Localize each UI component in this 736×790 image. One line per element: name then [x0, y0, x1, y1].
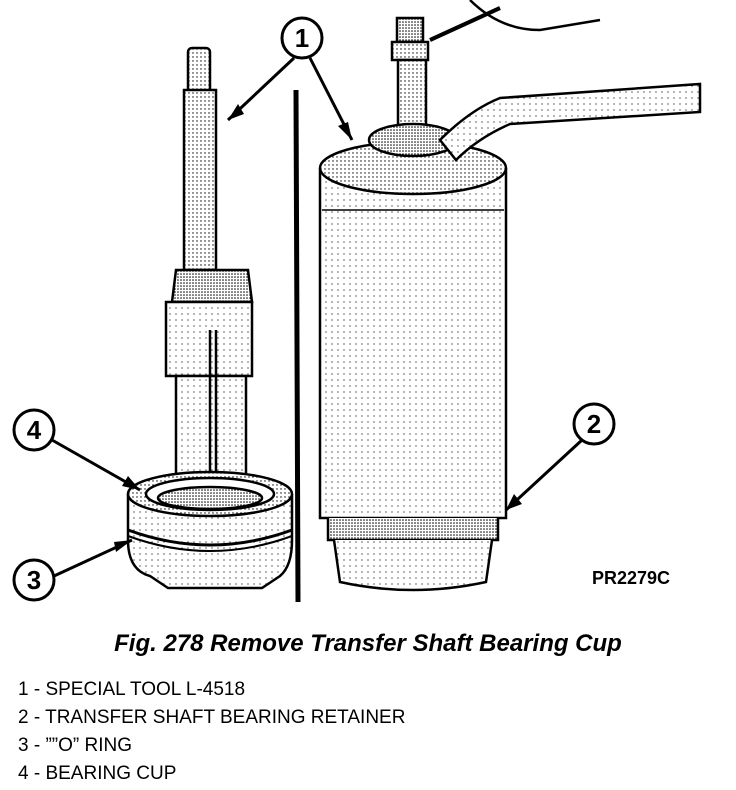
- bearing-retainer-cylinder: [318, 140, 508, 592]
- divider-line: [293, 89, 301, 603]
- legend-item: 1 - SPECIAL TOOL L-4518: [18, 679, 246, 700]
- callout-3-label: 3: [27, 565, 41, 595]
- figure-caption: Fig. 278 Remove Transfer Shaft Bearing C…: [114, 630, 622, 657]
- bearing-cup-ring: [126, 470, 294, 590]
- legend-item: 4 - BEARING CUP: [18, 763, 177, 784]
- callout-4-label: 4: [27, 415, 42, 445]
- callout-1-label: 1: [295, 23, 309, 53]
- legend-item: 2 - TRANSFER SHAFT BEARING RETAINER: [18, 707, 406, 728]
- callout-4: 4: [12, 408, 141, 492]
- callout-1: 1: [226, 16, 354, 141]
- special-tool-right: [367, 0, 702, 162]
- legend-item: 3 - ””O” RING: [18, 735, 132, 756]
- special-tool-left: [164, 46, 254, 536]
- callout-3: 3: [12, 538, 133, 602]
- bearing-cup-removal-illustration: 1 2 3 4 PR2279C: [12, 0, 702, 603]
- figure-code: PR2279C: [592, 568, 670, 588]
- legend-list: 1 - SPECIAL TOOL L-4518 2 - TRANSFER SHA…: [18, 676, 405, 788]
- callout-2: 2: [504, 402, 616, 512]
- callout-2-label: 2: [587, 409, 601, 439]
